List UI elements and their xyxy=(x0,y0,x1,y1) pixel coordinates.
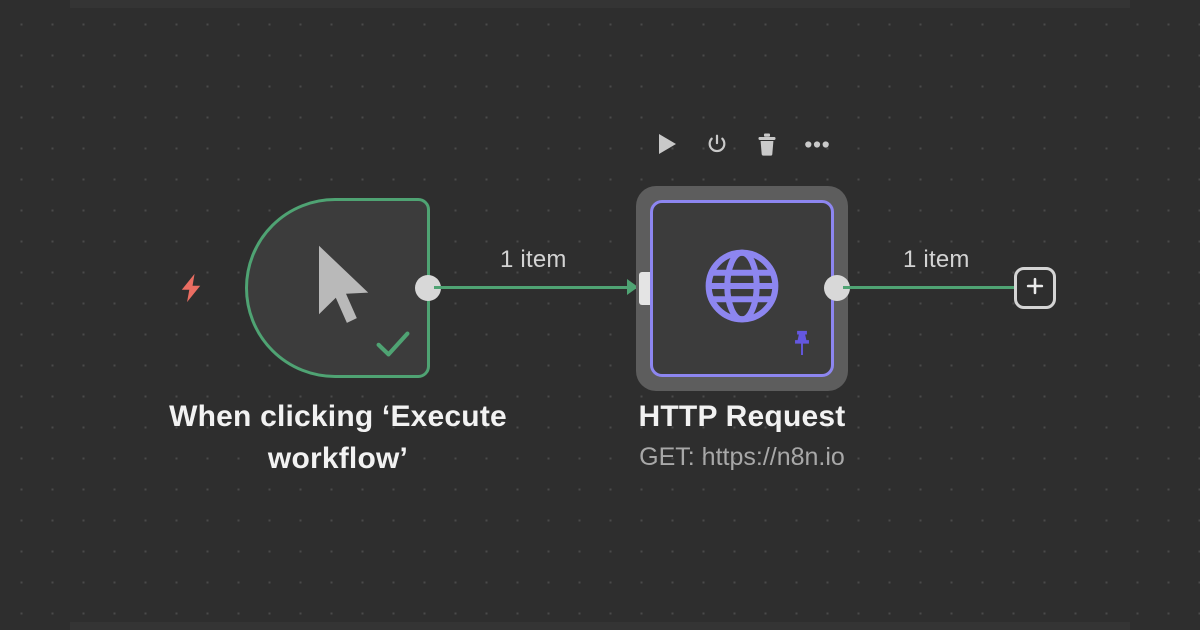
connection-label-trigger-to-http: 1 item xyxy=(500,246,567,273)
node-success-check-icon xyxy=(373,328,413,365)
power-icon xyxy=(706,133,728,155)
ellipsis-icon xyxy=(805,140,829,148)
more-options-button[interactable] xyxy=(800,127,834,161)
connection-label-http-to-add: 1 item xyxy=(903,246,970,273)
cursor-pointer-icon xyxy=(307,240,379,337)
play-icon xyxy=(658,133,677,155)
pin-icon xyxy=(789,329,815,364)
connection-trigger-to-http[interactable] xyxy=(434,286,639,289)
trigger-node-title: When clicking ‘Execute workflow’ xyxy=(169,400,507,475)
execute-node-button[interactable] xyxy=(650,127,684,161)
trash-icon xyxy=(757,133,777,156)
canvas-top-band xyxy=(70,0,1130,8)
http-node-title: HTTP Request xyxy=(638,400,846,433)
node-trigger-when-clicking-execute-workflow[interactable] xyxy=(245,198,430,378)
connection-arrow-icon xyxy=(627,279,638,295)
node-http-request[interactable] xyxy=(650,200,834,377)
add-node-button[interactable] xyxy=(1014,267,1056,309)
http-node-caption: HTTP Request GET: https://n8n.io xyxy=(592,396,892,474)
lightning-bolt-icon xyxy=(174,270,208,306)
delete-node-button[interactable] xyxy=(750,127,784,161)
connection-http-to-add[interactable] xyxy=(843,286,1015,289)
node-toolbar[interactable] xyxy=(636,124,848,164)
globe-icon xyxy=(699,243,785,334)
toggle-activation-button[interactable] xyxy=(700,127,734,161)
canvas-bottom-band xyxy=(70,622,1130,630)
trigger-node-caption: When clicking ‘Execute workflow’ xyxy=(140,396,536,480)
http-node-subtitle: GET: https://n8n.io xyxy=(639,443,845,471)
plus-icon xyxy=(1024,275,1046,302)
